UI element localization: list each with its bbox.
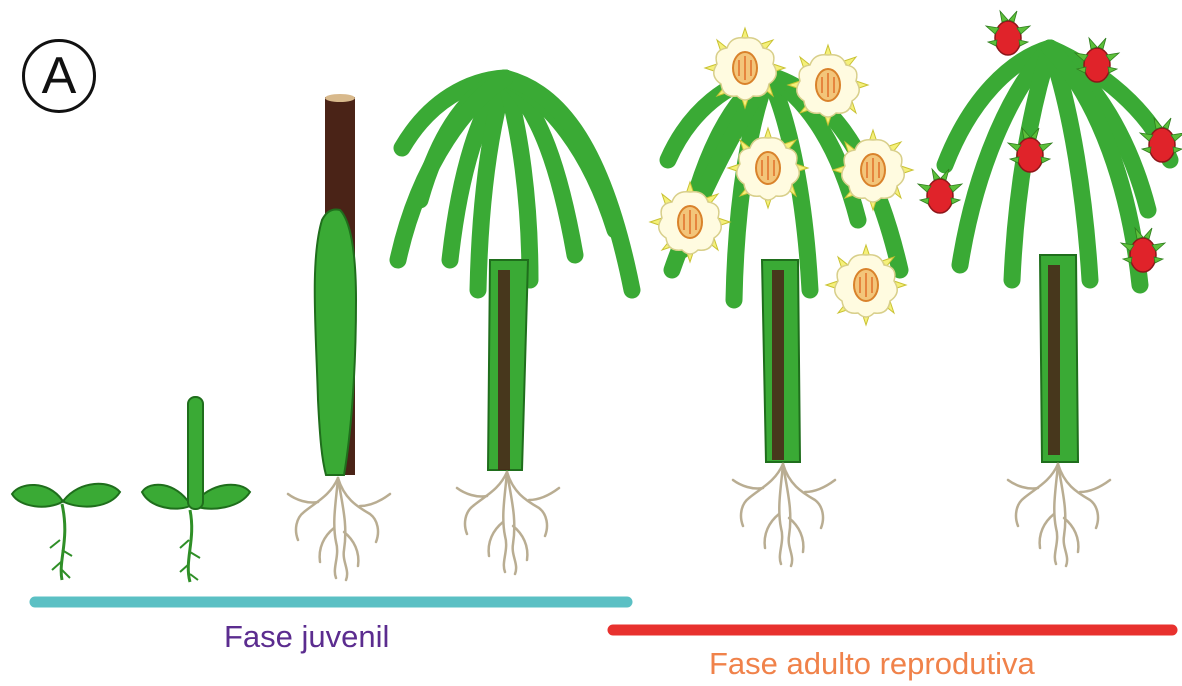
adult-phase-label: Fase adulto reprodutiva <box>709 646 1035 682</box>
juvenile-phase-label: Fase juvenil <box>224 619 389 655</box>
panel-letter-badge: A <box>22 39 96 113</box>
stage-adult-plant-flowering <box>650 28 913 566</box>
stage-seedling-with-shoot <box>142 397 250 582</box>
stage-adult-plant-fruiting <box>918 11 1182 566</box>
stage-seedling-cotyledons <box>12 484 120 580</box>
panel-letter: A <box>25 42 93 110</box>
stage-young-plant-on-stake <box>288 94 390 580</box>
stage-juvenile-plant-branched <box>398 78 632 574</box>
